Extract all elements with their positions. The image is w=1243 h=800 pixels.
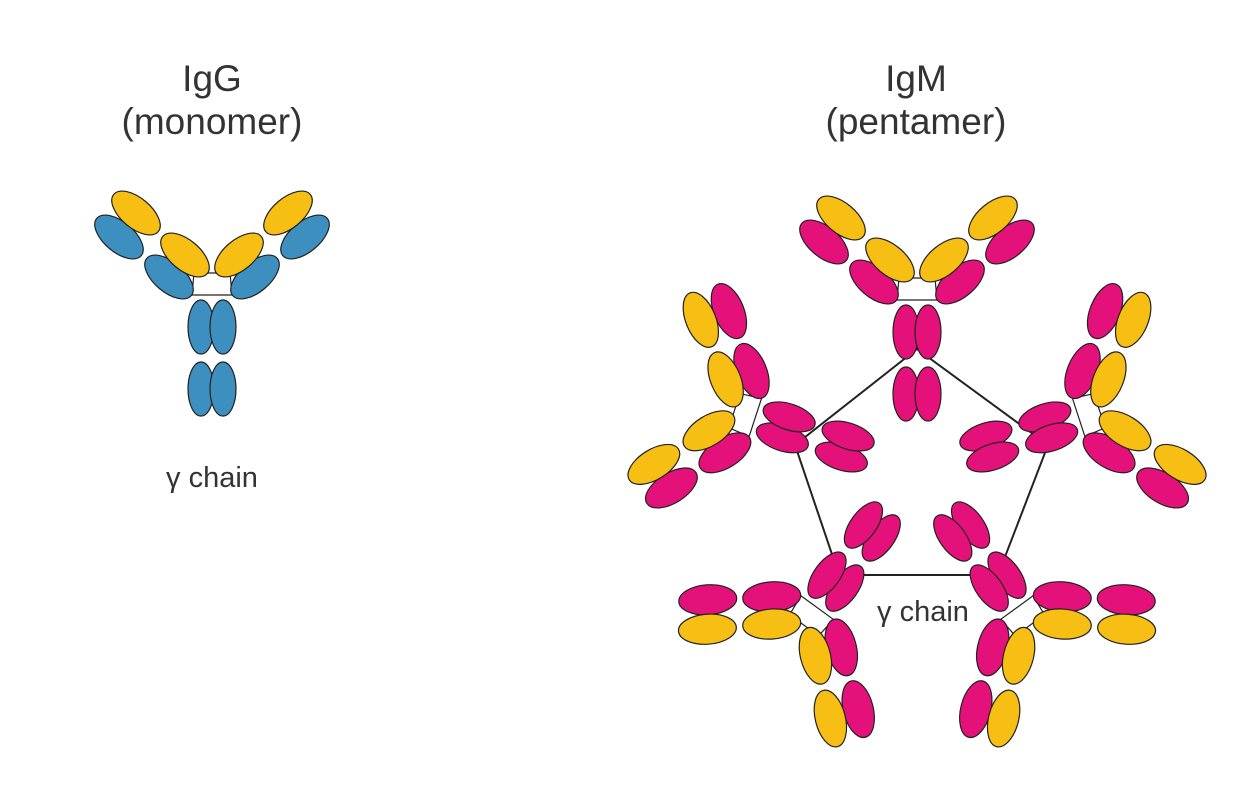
- light-chain-domain: [263, 190, 313, 236]
- antibody-unit-3: [933, 501, 1157, 748]
- light-chain-domain: [798, 626, 833, 685]
- antibody-unit-5: [627, 283, 875, 509]
- heavy-chain-domain: [209, 299, 237, 355]
- igm-title: IgM: [885, 58, 947, 99]
- light-chain-domain: [1090, 351, 1127, 408]
- light-chain-domain: [214, 232, 264, 278]
- antibody-unit-4: [677, 501, 901, 748]
- igm-pentamer: [627, 195, 1207, 748]
- light-chain-domain: [682, 410, 736, 452]
- heavy-chain-domain: [1025, 422, 1079, 454]
- heavy-chain-domain: [966, 441, 1020, 473]
- igm-chain-label: γ chain: [877, 596, 969, 628]
- heavy-chain-domain: [807, 551, 847, 599]
- heavy-chain-domain: [1096, 584, 1156, 616]
- heavy-chain-domain: [969, 564, 1009, 612]
- light-chain-domain: [707, 351, 744, 408]
- antibody-unit-2: [959, 283, 1207, 509]
- heavy-chain-domain: [678, 584, 738, 616]
- igg-chain-label: γ chain: [166, 462, 258, 494]
- igg-monomer: [94, 190, 330, 417]
- light-chain-domain: [160, 232, 210, 278]
- light-chain-domain: [1001, 626, 1036, 685]
- light-chain-domain: [1032, 608, 1092, 640]
- light-chain-domain: [919, 237, 969, 283]
- light-chain-domain: [682, 291, 720, 348]
- light-chain-domain: [627, 443, 681, 485]
- light-chain-domain: [742, 608, 802, 640]
- antibody-unit-1: [799, 195, 1035, 422]
- igg-title: IgG: [182, 58, 242, 99]
- light-chain-domain: [1153, 443, 1207, 485]
- heavy-chain-domain: [843, 501, 884, 549]
- light-chain-domain: [986, 689, 1021, 748]
- heavy-chain-domain: [762, 401, 816, 433]
- heavy-chain-domain: [914, 366, 942, 422]
- heavy-chain-domain: [209, 361, 237, 417]
- heavy-chain-domain: [821, 420, 875, 452]
- light-chain-domain: [111, 190, 161, 236]
- light-chain-domain: [813, 689, 848, 748]
- light-chain-domain: [1097, 613, 1157, 645]
- light-chain-domain: [1098, 410, 1152, 452]
- heavy-chain-domain: [914, 304, 942, 360]
- light-chain-domain: [816, 195, 866, 241]
- light-chain-domain: [677, 613, 737, 645]
- light-chain-domain: [865, 237, 915, 283]
- light-chain-domain: [1114, 291, 1152, 348]
- igm-subtitle: (pentamer): [825, 101, 1007, 142]
- igg-subtitle: (monomer): [121, 101, 303, 142]
- antibody-unit: [94, 190, 330, 417]
- light-chain-domain: [968, 195, 1018, 241]
- heavy-chain-domain: [933, 514, 973, 562]
